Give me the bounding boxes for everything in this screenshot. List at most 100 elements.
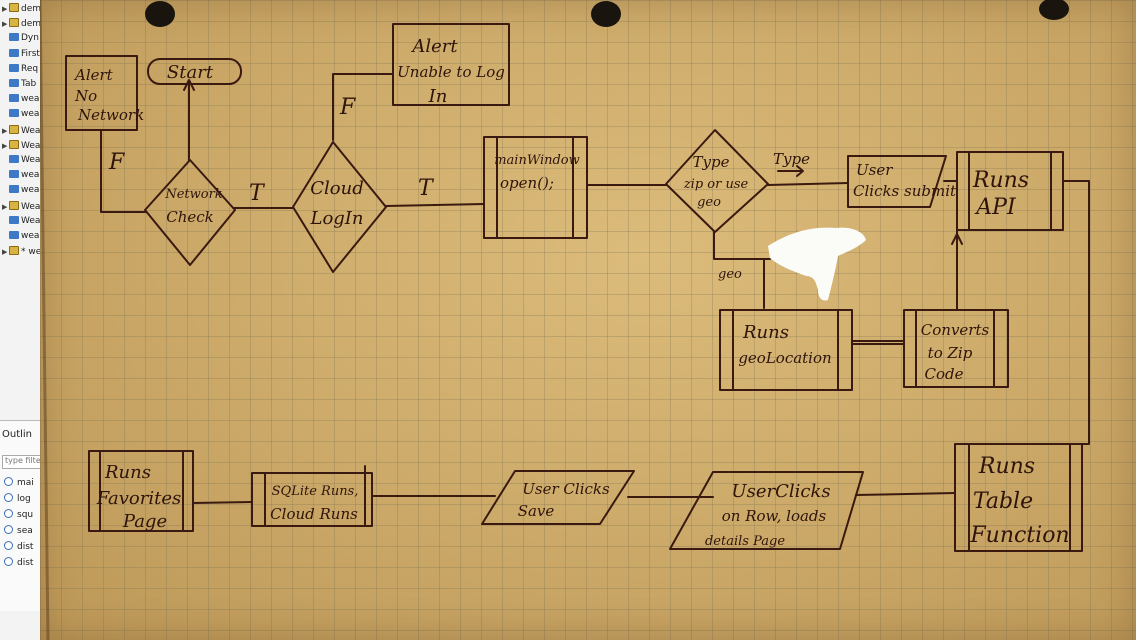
expand-arrow-icon[interactable]: ▶ xyxy=(2,126,8,135)
folder-icon xyxy=(9,94,19,103)
tree-item-label: wea xyxy=(21,94,40,105)
type-arrow xyxy=(777,165,804,177)
tree-item[interactable]: wea xyxy=(2,185,52,199)
project-icon xyxy=(9,139,19,149)
tree-item[interactable]: wea xyxy=(2,94,52,108)
project-icon xyxy=(9,18,19,28)
tree-item[interactable]: First xyxy=(2,48,52,63)
expand-arrow-icon[interactable]: ▶ xyxy=(2,20,8,29)
runs-api-process: Runs API xyxy=(956,151,1064,231)
outline-item[interactable]: dist xyxy=(4,541,33,555)
zip-geo-line2: zip or use xyxy=(683,177,749,192)
expand-arrow-icon[interactable]: ▶ xyxy=(2,5,8,13)
main-window-line2: open(); xyxy=(500,174,554,192)
folder-icon xyxy=(9,185,19,194)
tree-item[interactable]: ▶dem xyxy=(2,3,52,17)
converts-zip-line2: to Zip xyxy=(928,344,973,362)
edge-labels: F F T T Type geo xyxy=(108,95,810,282)
user-clicks-submit-input: User Clicks submit xyxy=(847,155,957,208)
method-icon xyxy=(4,541,13,550)
folder-icon xyxy=(9,155,19,163)
tree-item[interactable]: wea xyxy=(2,109,52,123)
user-clicks-row-line1: UserClicks xyxy=(731,481,830,502)
start-label: Start xyxy=(167,62,214,83)
tree-item[interactable]: ▶Wea xyxy=(2,139,52,154)
user-clicks-row-line3: details Page xyxy=(705,534,785,549)
zip-geo-line1: Type xyxy=(693,153,730,171)
network-check-decision: Network Check xyxy=(144,159,236,266)
user-clicks-save-line1: User Clicks xyxy=(522,480,610,498)
folder-icon xyxy=(9,231,19,239)
white-smudge xyxy=(768,227,866,301)
tree-item[interactable]: ▶ dem xyxy=(2,18,52,32)
edge-label-geo: geo xyxy=(718,267,742,282)
tree-item-label: Req xyxy=(21,63,39,74)
tree-item-label: wea xyxy=(21,185,40,196)
network-check-line1: Network xyxy=(164,187,222,202)
alert-unable-login-line2: Unable to Log xyxy=(397,63,505,81)
outline-item[interactable]: squ xyxy=(4,509,33,523)
runs-api-line2: API xyxy=(974,195,1017,220)
tree-item[interactable]: Tab xyxy=(2,79,52,93)
tree-item[interactable]: ▶Wea xyxy=(2,200,52,215)
user-clicks-row-input: UserClicks on Row, loads details Page xyxy=(669,471,864,550)
outline-item-label: sea xyxy=(17,526,33,536)
tree-item[interactable]: ▶Wea xyxy=(2,124,52,139)
edge-label-t-login: T xyxy=(418,176,435,201)
tree-item[interactable]: wea xyxy=(2,170,52,184)
tree-item[interactable]: ▶ * we xyxy=(2,246,52,260)
sqlite-runs-line2: Cloud Runs xyxy=(270,505,358,523)
expand-arrow-icon[interactable]: ▶ xyxy=(2,141,8,150)
alert-no-network-line1: Alert xyxy=(73,66,114,84)
tree-item-label: Dyn xyxy=(21,33,39,44)
project-icon xyxy=(9,246,19,256)
user-clicks-submit-line2: Clicks submit xyxy=(853,182,957,200)
tree-item-label: * we xyxy=(21,247,42,258)
converts-zip-line1: Converts xyxy=(921,321,990,339)
zip-geo-line3: geo xyxy=(697,195,721,210)
folder-icon xyxy=(9,63,19,72)
edge-label-t-network: T xyxy=(249,181,266,206)
tree-item[interactable]: Wea xyxy=(2,215,52,230)
tree-item-label: dem xyxy=(21,19,42,30)
sqlite-cloud-runs-process: SQLite Runs, Cloud Runs xyxy=(251,465,373,527)
user-clicks-row-line2: on Row, loads xyxy=(722,507,827,525)
runs-table-line2: Table xyxy=(973,489,1033,514)
start-terminator: Start xyxy=(147,58,242,85)
network-check-line2: Check xyxy=(166,208,214,226)
method-icon xyxy=(4,493,13,502)
tree-item[interactable]: wea xyxy=(2,231,52,245)
outline-item[interactable]: sea xyxy=(4,525,33,539)
edge-label-f-network: F xyxy=(108,150,125,175)
method-icon xyxy=(4,525,13,534)
outline-item-label: squ xyxy=(17,510,34,520)
tree-item[interactable]: Wea xyxy=(2,155,52,169)
outline-item[interactable]: dist xyxy=(4,557,33,571)
runs-geolocation-process: Runs geoLocation xyxy=(719,309,853,391)
runs-favorites-line3: Page xyxy=(122,511,167,532)
converts-zip-line3: Code xyxy=(925,365,964,383)
tree-item-label: Wea xyxy=(21,215,41,226)
runs-favorites-line2: Favorites xyxy=(96,488,182,509)
edge-label-type: Type xyxy=(773,150,810,168)
tree-item-label: wea xyxy=(21,109,40,120)
outline-item[interactable]: mai xyxy=(4,477,34,491)
tree-item-label: Wea xyxy=(21,155,41,165)
tree-item[interactable]: Req xyxy=(2,63,52,78)
alert-unable-login-line3: In xyxy=(428,86,448,107)
user-clicks-save-line2: Save xyxy=(518,502,555,520)
cloud-login-line2: LogIn xyxy=(309,208,363,229)
outline-item-label: log xyxy=(17,494,31,504)
folder-icon xyxy=(9,109,19,118)
tree-item[interactable]: Dyn xyxy=(2,33,52,47)
method-icon xyxy=(4,557,13,566)
tree-item-label: wea xyxy=(21,231,40,241)
expand-arrow-icon[interactable]: ▶ xyxy=(2,202,8,211)
outline-item[interactable]: log xyxy=(4,493,31,507)
runs-table-line1: Runs xyxy=(978,454,1035,479)
outline-item-label: dist xyxy=(17,558,34,568)
expand-arrow-icon[interactable]: ▶ xyxy=(2,248,8,257)
sqlite-runs-line1: SQLite Runs, xyxy=(272,484,359,499)
alert-no-network-line3: Network xyxy=(77,106,144,124)
